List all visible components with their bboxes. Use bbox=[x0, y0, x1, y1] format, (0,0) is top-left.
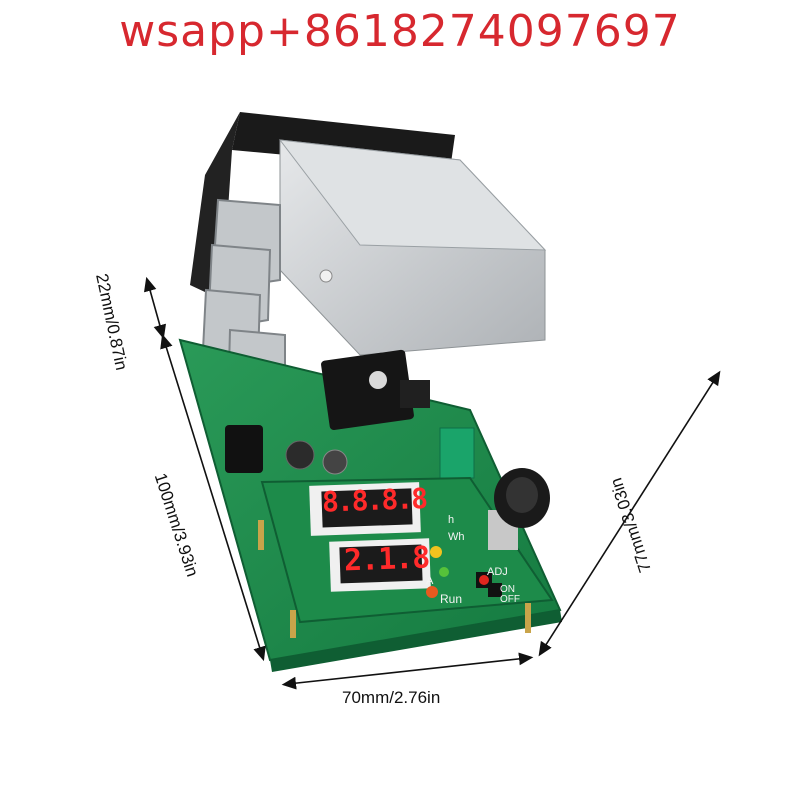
heatsink bbox=[200, 139, 547, 407]
a-label: A bbox=[426, 575, 434, 587]
dimension-arrows bbox=[143, 276, 721, 690]
h-label: h bbox=[448, 514, 455, 526]
length-arrow bbox=[160, 333, 266, 662]
bottom-led-display: 2.1.8 bbox=[343, 540, 430, 579]
top-led-display: 8.8.8.8 bbox=[321, 481, 427, 519]
width-dimension-label: 70mm/2.76in bbox=[342, 688, 441, 707]
wh-label: Wh bbox=[448, 531, 465, 543]
on-off-label: ON OFF bbox=[500, 584, 520, 605]
diagonal-arrow bbox=[538, 370, 721, 657]
run-label: Run bbox=[440, 592, 463, 606]
adj-label: ADJ bbox=[487, 566, 508, 578]
watermark-text: wsapp+8618274097697 bbox=[119, 6, 681, 57]
height-arrow bbox=[143, 276, 167, 340]
display-board bbox=[258, 468, 554, 638]
width-arrow bbox=[281, 652, 534, 690]
